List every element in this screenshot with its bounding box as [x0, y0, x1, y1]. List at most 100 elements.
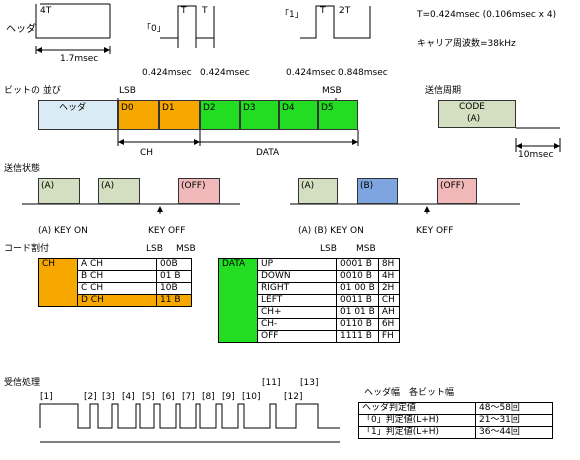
ch-row-label: C CH [77, 282, 157, 295]
state-right-box-a: (A) [298, 178, 338, 204]
judge-range: 36～44回 [475, 426, 553, 439]
zero-time-2: 0.424msec [200, 68, 250, 78]
judge-table: ヘッダ判定値 48～58回 「0」判定値(L+H) 21～31回 「1」判定値(… [358, 402, 553, 439]
data-row-code: 1111 B [336, 330, 379, 343]
ch-row-code: 11 B [156, 294, 192, 307]
bit-d4: D4 [279, 100, 318, 130]
header-title: ヘッダ [6, 24, 36, 35]
zero-t2-label: T [202, 6, 208, 16]
data-row-code: 0001 B [336, 258, 379, 271]
state-right-off: KEY OFF [416, 226, 454, 236]
bit-d2-label: D2 [203, 103, 216, 113]
state-left-box-a2: (A) [98, 178, 140, 204]
data-row-label: OFF [257, 330, 337, 343]
header-4t-label: 4T [40, 6, 52, 16]
data-row-hex: AH [377, 306, 400, 319]
recv-title: 受信処理 [4, 378, 41, 388]
bit-d1-label: D1 [162, 103, 175, 113]
width-title: ヘッダ幅 各ビット幅 [364, 388, 455, 398]
bit-header: ヘッダ [38, 100, 118, 130]
one-time-1: 0.424msec [286, 68, 336, 78]
ch-table: CH A CH 00B B CH 01 B C CH 10B D CH 11 B [38, 258, 192, 307]
data-row-hex: 4H [377, 270, 400, 283]
ch-row-code: 00B [156, 258, 192, 271]
header-duration: 1.7msec [60, 54, 99, 64]
judge-range: 21～31回 [475, 414, 553, 427]
bit-d4-label: D4 [282, 103, 295, 113]
data-row-hex: 6H [377, 318, 400, 331]
data-label: DATA [256, 148, 280, 158]
table-row: RIGHT 01 00 B 2H [219, 282, 400, 295]
one-time-2: 0.848msec [338, 68, 388, 78]
ch-label: CH [140, 148, 154, 158]
recv-mark: [3] [102, 392, 115, 402]
table-row: D CH 11 B [38, 294, 192, 307]
state-left-on: (A) KEY ON [38, 226, 88, 236]
period-gap: 10msec [518, 150, 554, 160]
state-left-box-a2-label: (A) [101, 181, 115, 191]
data-lsb: LSB [320, 244, 337, 254]
data-row-label: UP [257, 258, 337, 271]
ch-row-label: A CH [77, 258, 157, 271]
recv-mark: [12] [284, 392, 303, 402]
recv-mark: [4] [122, 392, 135, 402]
bit-d0-label: D0 [121, 103, 134, 113]
period-code-sub: (A) [467, 114, 481, 124]
period-title: 送信周期 [425, 86, 462, 96]
recv-mark: [7] [182, 392, 195, 402]
code-title: コード割付 [4, 244, 50, 254]
judge-label: 「1」判定値(L+H) [358, 426, 476, 439]
bit-d3-label: D3 [243, 103, 256, 113]
data-msb: MSB [356, 244, 376, 254]
ch-row-code: 01 B [156, 270, 192, 283]
t-definition: T=0.424msec (0.106msec x 4) [417, 10, 557, 20]
table-row: DATA UP 0001 B 8H [218, 258, 400, 343]
data-head: DATA [218, 258, 258, 343]
table-row: B CH 01 B [39, 270, 192, 283]
state-right-box-off-label: (OFF) [440, 181, 465, 191]
data-row-code: 0011 B [336, 294, 379, 307]
state-left-off: KEY OFF [148, 226, 186, 236]
bit-d5-label: D5 [321, 103, 334, 113]
table-row: CH A CH 00B [38, 258, 192, 307]
data-row-hex: 8H [377, 258, 400, 271]
judge-label: ヘッダ判定値 [358, 402, 476, 415]
bit-d3: D3 [240, 100, 279, 130]
ch-msb: MSB [176, 244, 196, 254]
zero-time-1: 0.424msec [142, 68, 192, 78]
ch-row-code: 10B [156, 282, 192, 295]
recv-mark: [1] [40, 392, 53, 402]
recv-mark: [2] [84, 392, 97, 402]
data-row-code: 0010 B [336, 270, 379, 283]
data-row-hex: 2H [377, 282, 400, 295]
judge-range: 48～58回 [475, 402, 553, 415]
recv-mark: [11] [262, 378, 281, 388]
table-row: 「0」判定値(L+H) 21～31回 [358, 414, 553, 427]
recv-mark: [13] [300, 378, 319, 388]
data-row-label: CH- [257, 318, 337, 331]
data-table: DATA UP 0001 B 8H DOWN 0010 B 4H RIGHT 0… [218, 258, 400, 343]
data-row-label: CH+ [257, 306, 337, 319]
data-row-label: RIGHT [257, 282, 337, 295]
state-right-box-a-label: (A) [301, 181, 315, 191]
ch-lsb: LSB [146, 244, 163, 254]
state-title: 送信状態 [4, 164, 41, 174]
period-code-box: CODE (A) [438, 100, 516, 128]
data-row-label: DOWN [257, 270, 337, 283]
data-row-hex: CH [377, 294, 400, 307]
bit-d5: D5 [318, 100, 358, 130]
data-row-code: 01 01 B [336, 306, 379, 319]
one-2t-label: 2T [339, 6, 351, 16]
state-left-box-off: (OFF) [178, 178, 220, 204]
bit-d2: D2 [200, 100, 240, 130]
bit-header-label: ヘッダ [59, 103, 87, 113]
data-row-code: 0110 B [336, 318, 379, 331]
lsb-label: LSB [119, 86, 136, 96]
state-left-box-a1: (A) [38, 178, 80, 204]
table-row: LEFT 0011 B CH [219, 294, 400, 307]
bits-title: ビットの 並び [4, 86, 61, 96]
recv-mark: [6] [162, 392, 175, 402]
data-row-hex: FH [377, 330, 400, 343]
recv-mark: [9] [222, 392, 235, 402]
recv-mark: [10] [242, 392, 261, 402]
